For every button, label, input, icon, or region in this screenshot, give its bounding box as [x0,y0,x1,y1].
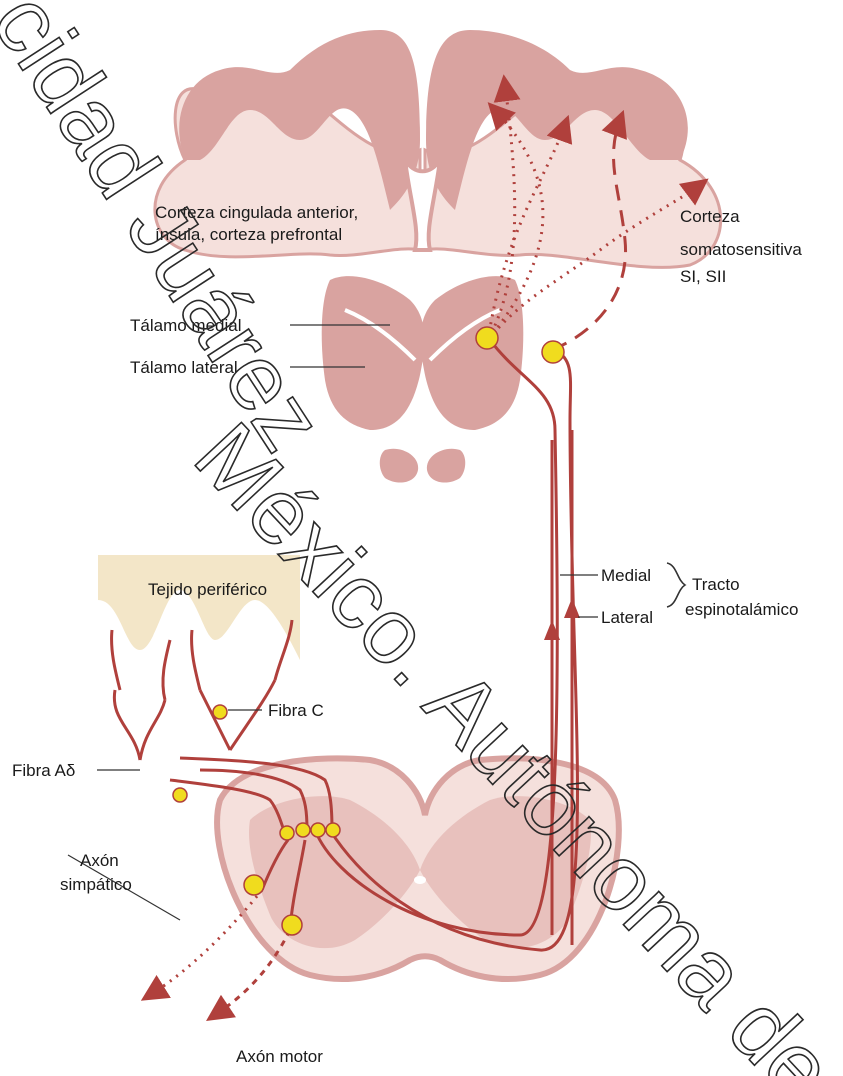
dorsal-horn-neuron-1 [280,826,294,840]
dorsal-horn-neuron-4 [326,823,340,837]
label-tract-lateral: Lateral [601,608,653,627]
label-tract-name-2: espinotalámico [685,600,798,619]
dorsal-horn-neuron-3 [311,823,325,837]
label-somato-2: somatosensitiva [680,240,802,259]
label-peripheral-tissue: Tejido periférico [148,580,267,599]
label-tract-name-1: Tracto [692,575,740,594]
dorsal-horn-neuron-2 [296,823,310,837]
label-somato-1: Corteza [680,207,740,226]
label-tract-medial: Medial [601,566,651,585]
dorsal-root-ganglion-c [213,705,227,719]
label-sympathetic-1: Axón [80,851,119,870]
motor-neuron [282,915,302,935]
label-somato-3: SI, SII [680,267,726,286]
label-fiber-c: Fibra C [268,701,324,720]
dorsal-root-ganglion-a-delta [173,788,187,802]
thalamic-neuron-lateral [542,341,564,363]
thalamic-neuron-medial [476,327,498,349]
sympathetic-preganglionic-neuron [244,875,264,895]
label-motor-axon: Axón motor [236,1047,323,1066]
label-fiber-a-delta: Fibra Aδ [12,761,75,780]
label-sympathetic-2: simpático [60,875,132,894]
